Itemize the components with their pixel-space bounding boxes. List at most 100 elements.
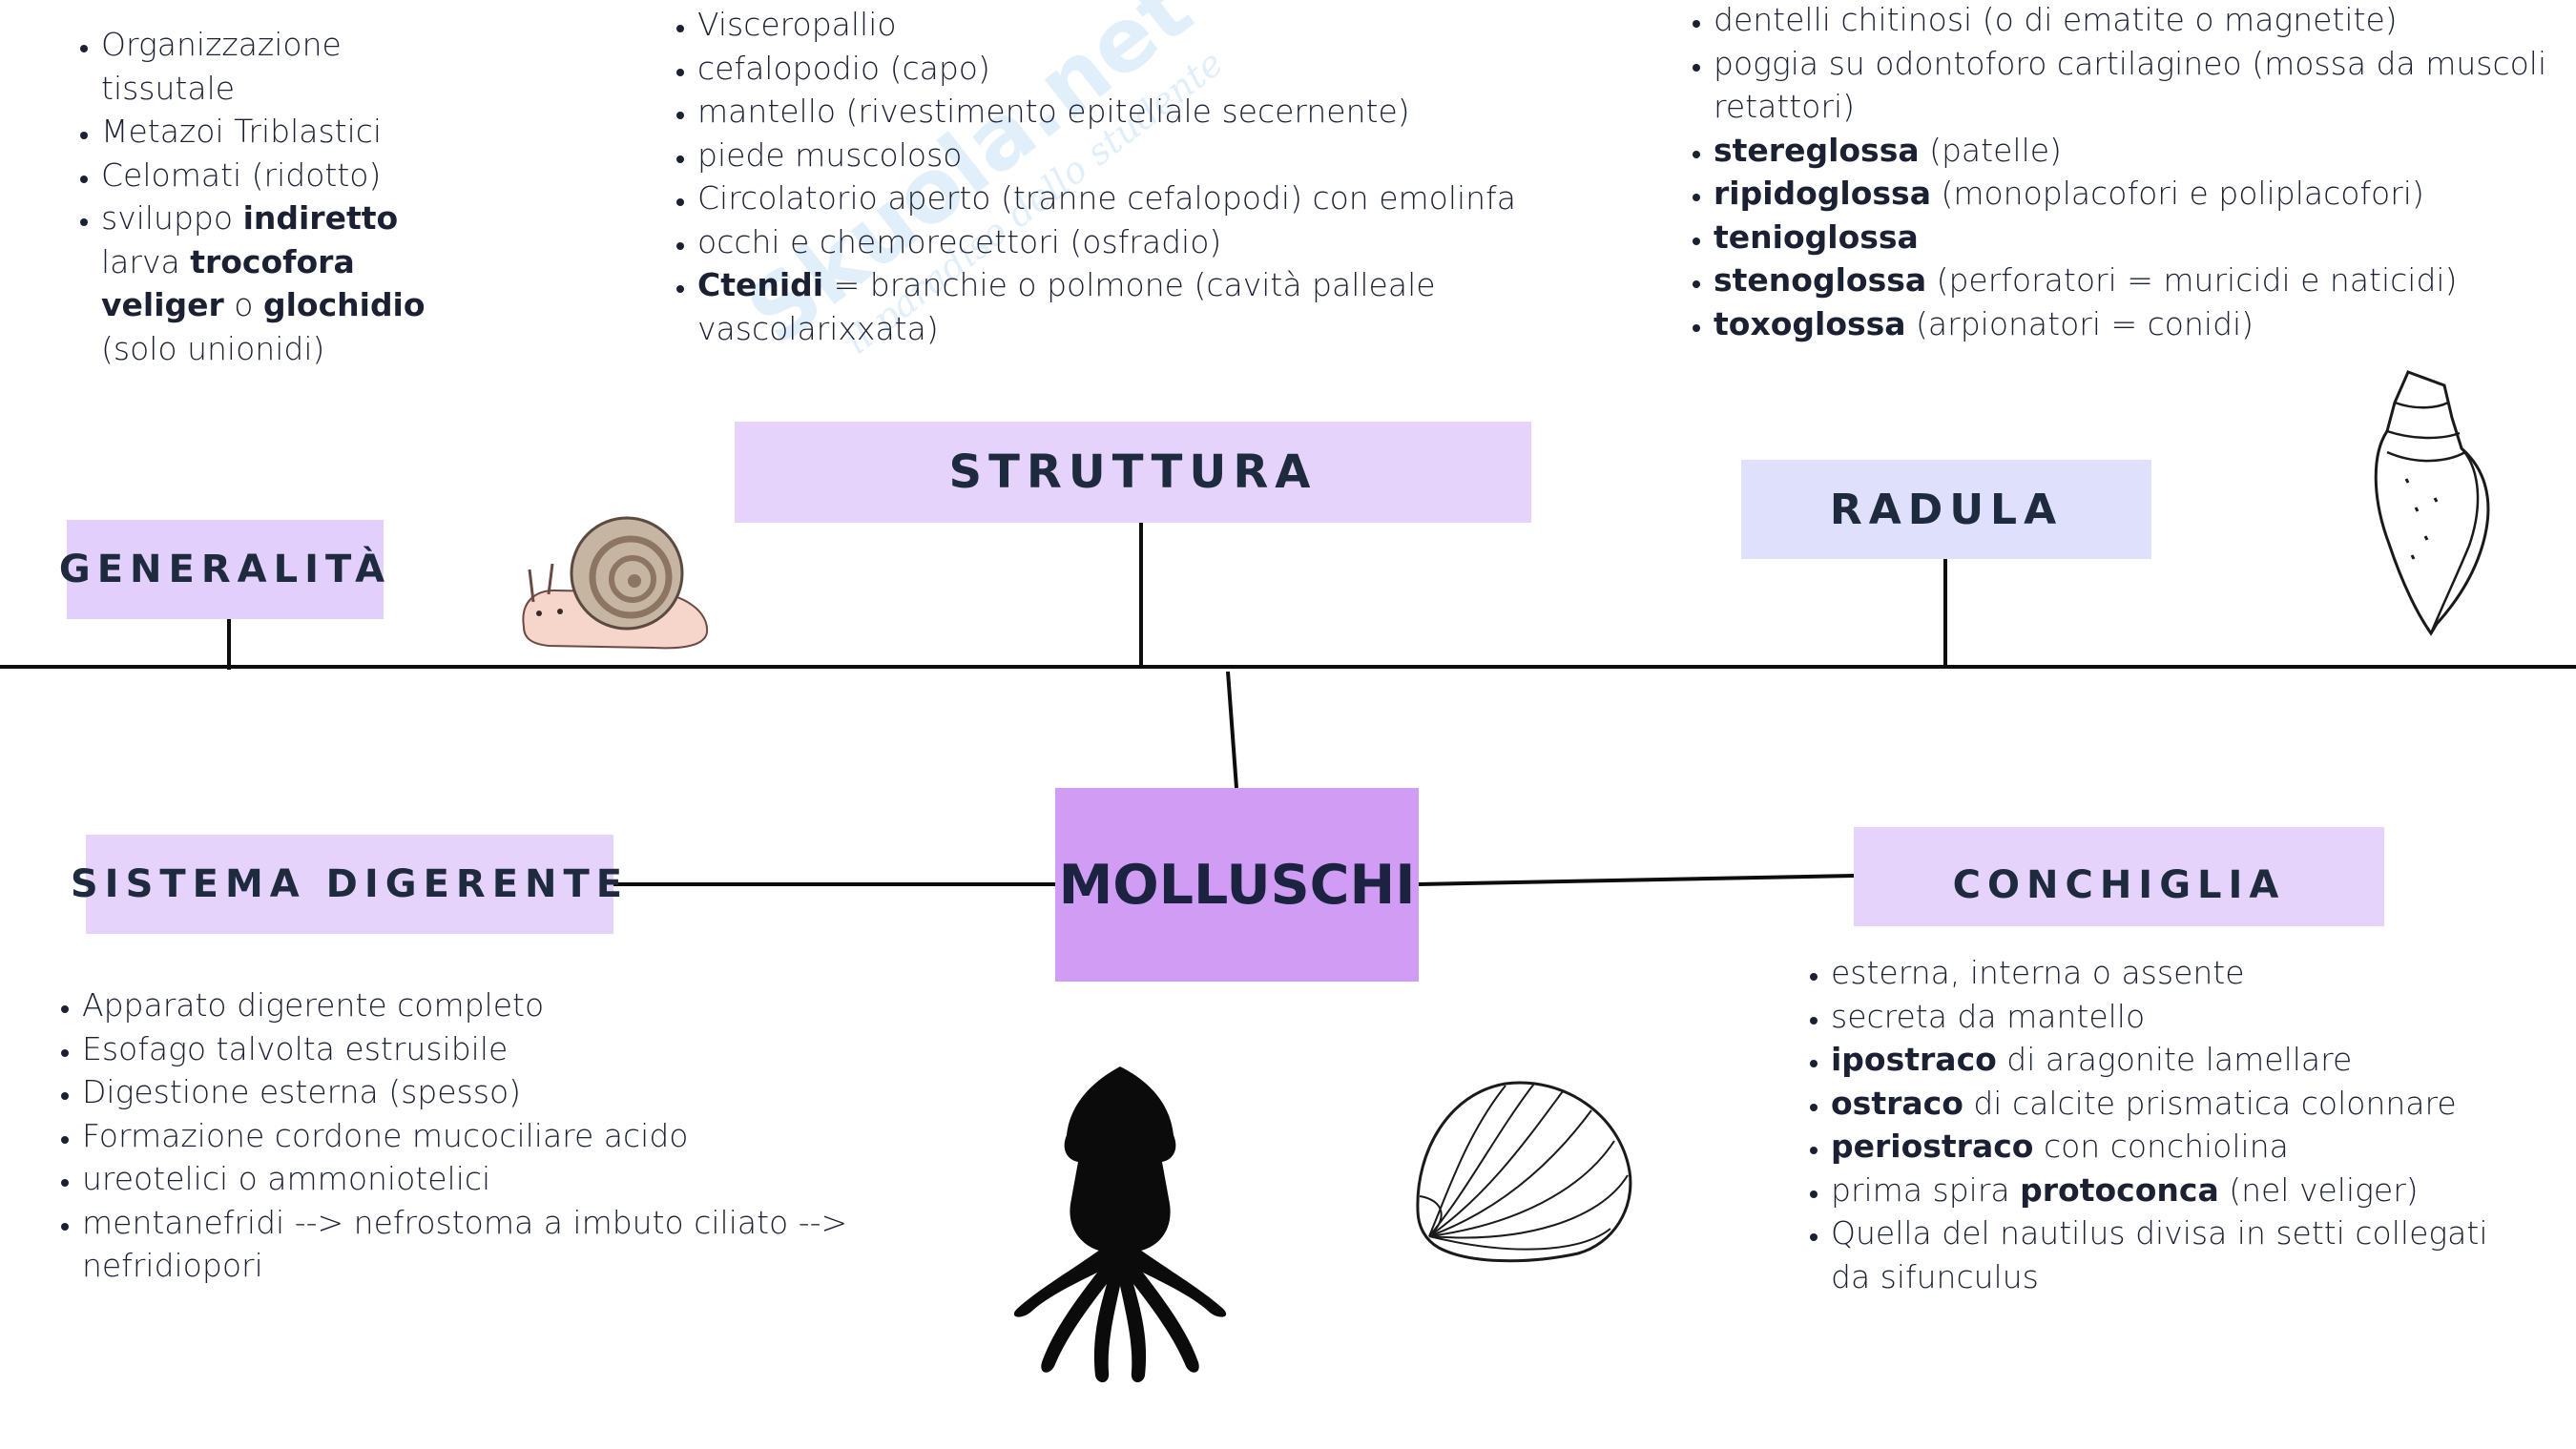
digerente-item: Esofago talvolta estrusibile — [82, 1027, 941, 1071]
generalita-title: GENERALITÀ — [58, 548, 392, 591]
radula-item-text: stenoglossa — [1714, 261, 1927, 299]
digerente-box: SISTEMA DIGERENTE — [71, 835, 622, 934]
conchiglia-item: ipostraco di aragonite lamellare — [1831, 1038, 2489, 1082]
struttura-item-text: piede muscoloso — [697, 135, 963, 174]
radula-item: poggia su odontoforo cartilagineo (mossa… — [1714, 42, 2553, 129]
conch-shell-icon — [2374, 370, 2490, 636]
conchiglia-item-text: (nel veliger) — [2218, 1170, 2419, 1209]
conchiglia-item-text: di calcite prismatica colonnare — [1963, 1084, 2457, 1122]
digerente-list: Apparato digerente completoEsofago talvo… — [50, 983, 941, 1288]
conchiglia-item-text: con conchiolina — [2033, 1128, 2289, 1165]
struttura-item-text: = branchie o polmone (cavità palleale va… — [697, 266, 1436, 347]
struttura-item: cefalopodio (capo) — [697, 47, 1613, 91]
connector-radula — [1943, 557, 1947, 666]
radula-item-text: (perforatori = muricidi e naticidi) — [1926, 261, 2458, 299]
snail-icon — [522, 516, 709, 650]
conchiglia-list: esterna, interna o assente secreta da man… — [1798, 951, 2489, 1298]
radula-item-text: ripidoglossa — [1714, 175, 1931, 212]
digerente-item: Formazione cordone mucociliare acido — [82, 1114, 941, 1158]
struttura-box: STRUTTURA — [735, 422, 1531, 523]
digerente-item: Digestione esterna (spesso) — [82, 1070, 941, 1114]
struttura-item-text: Circolatorio aperto (tranne cefalopodi) … — [697, 179, 1516, 217]
generalita-item-text: indiretto — [242, 199, 399, 237]
generalita-item-text: sviluppo — [101, 199, 243, 237]
digerente-item-text: ureotelici o ammoniotelici — [82, 1160, 491, 1197]
generalita-item: sviluppo indiretto larva trocofora velig… — [101, 197, 464, 370]
struttura-item: occhi e chemorecettori (osfradio) — [697, 220, 1613, 264]
radula-item-text: poggia su odontoforo cartilagineo (mossa… — [1714, 44, 2547, 126]
conchiglia-item: esterna, interna o assente — [1831, 951, 2489, 995]
digerente-item-text: Formazione cordone mucociliare acido — [82, 1116, 689, 1154]
generalita-item-text: Metazoi Triblastici — [101, 113, 383, 150]
conchiglia-item-text: ipostraco — [1831, 1041, 1997, 1078]
radula-title: RADULA — [1829, 485, 2064, 534]
conchiglia-item-text: periostraco — [1831, 1128, 2034, 1165]
digerente-item-text: Apparato digerente completo — [82, 986, 545, 1024]
conchiglia-box: CONCHIGLIA — [1854, 827, 2384, 926]
radula-box: RADULA — [1741, 460, 2151, 559]
generalita-item-text: glochidio — [262, 286, 426, 323]
radula-item: toxoglossa (arpionatori = conidi) — [1714, 302, 2553, 346]
conchiglia-item: prima spira protoconca (nel veliger) — [1831, 1169, 2489, 1212]
conchiglia-item: ostraco di calcite prismatica colonnare — [1831, 1082, 2489, 1126]
conchiglia-item-text: Quella del nautilus divisa in setti coll… — [1831, 1214, 2488, 1295]
squid-icon — [1013, 1066, 1227, 1383]
generalita-item-text: (solo unionidi) — [101, 329, 325, 367]
scallop-shell-icon — [1416, 1081, 1632, 1263]
digerente-item-text: Digestione esterna (spesso) — [82, 1073, 522, 1110]
radula-item: stereglossa (patelle) — [1714, 129, 2553, 173]
generalita-item: Metazoi Triblastici — [101, 110, 464, 154]
digerente-item: ureotelici o ammoniotelici — [82, 1157, 941, 1201]
conchiglia-item-text: prima spira — [1831, 1170, 2021, 1209]
conchiglia-item: Quella del nautilus divisa in setti coll… — [1831, 1211, 2489, 1298]
center-box: MOLLUSCHI — [1055, 788, 1419, 982]
struttura-item-text: cefalopodio (capo) — [697, 49, 990, 87]
radula-item-text: (arpionatori = conidi) — [1905, 304, 2254, 342]
radula-item-text: (patelle) — [1919, 131, 2062, 169]
radula-item-text: tenioglossa — [1714, 217, 1919, 256]
generalita-item-text: veliger — [101, 286, 224, 323]
conchiglia-item-text: ostraco — [1831, 1084, 1963, 1122]
generalita-item-text: Celomati (ridotto) — [101, 155, 382, 194]
generalita-item-text: trocofora — [190, 242, 355, 280]
generalita-item-text: larva — [101, 242, 191, 280]
struttura-item-text: Ctenidi — [697, 266, 824, 303]
struttura-item-text: Visceropallio — [697, 6, 897, 43]
struttura-item-text: mantello (rivestimento epiteliale secern… — [697, 93, 1410, 130]
radula-item: ripidoglossa (monoplacofori e poliplacof… — [1714, 172, 2553, 216]
center-title: MOLLUSCHI — [1058, 853, 1416, 917]
struttura-item: mantello (rivestimento epiteliale secern… — [697, 90, 1613, 134]
radula-list: dentelli chitinosi (o di ematite o magne… — [1681, 0, 2553, 345]
conchiglia-item-text: esterna, interna o assente — [1831, 954, 2245, 991]
timeline-axis — [0, 665, 2576, 669]
generalita-list: Organizzazione tissutaleMetazoi Triblast… — [69, 23, 464, 370]
connector-struttura — [1139, 507, 1143, 666]
generalita-item-text: o — [223, 286, 263, 323]
conchiglia-item-text: di aragonite lamellare — [1996, 1041, 2353, 1078]
generalita-item: Celomati (ridotto) — [101, 154, 464, 197]
conchiglia-item-text: protoconca — [2020, 1170, 2219, 1209]
generalita-item: Organizzazione tissutale — [101, 23, 464, 110]
digerente-item: Apparato digerente completo — [82, 983, 941, 1027]
struttura-item: piede muscoloso — [697, 134, 1613, 177]
radula-item-text: (monoplacofori e poliplacofori) — [1930, 175, 2424, 212]
conchiglia-item-text: secreta da mantello — [1831, 997, 2146, 1035]
struttura-list: Visceropallio cefalopodio (capo) mantello… — [665, 3, 1613, 350]
radula-item-text: dentelli chitinosi (o di ematite o magne… — [1714, 1, 2398, 38]
conchiglia-item: periostraco con conchiolina — [1831, 1125, 2489, 1169]
radula-item: dentelli chitinosi (o di ematite o magne… — [1714, 0, 2553, 42]
digerente-item: mentanefridi --> nefrostoma a imbuto cil… — [82, 1201, 941, 1288]
struttura-item: Visceropallio — [697, 3, 1613, 47]
struttura-title: STRUTTURA — [948, 445, 1318, 499]
digerente-item-text: mentanefridi --> nefrostoma a imbuto cil… — [82, 1203, 848, 1285]
generalita-box: GENERALITÀ — [59, 520, 384, 619]
struttura-item: Circolatorio aperto (tranne cefalopodi) … — [697, 176, 1613, 220]
struttura-item-text: occhi e chemorecettori (osfradio) — [697, 222, 1222, 260]
conchiglia-item: secreta da mantello — [1831, 995, 2489, 1039]
radula-item: tenioglossa — [1714, 216, 2553, 259]
radula-item-text: toxoglossa — [1714, 304, 1906, 342]
radula-item-text: stereglossa — [1714, 131, 1920, 169]
digerente-title: SISTEMA DIGERENTE — [70, 862, 630, 906]
radula-item: stenoglossa (perforatori = muricidi e na… — [1714, 259, 2553, 302]
